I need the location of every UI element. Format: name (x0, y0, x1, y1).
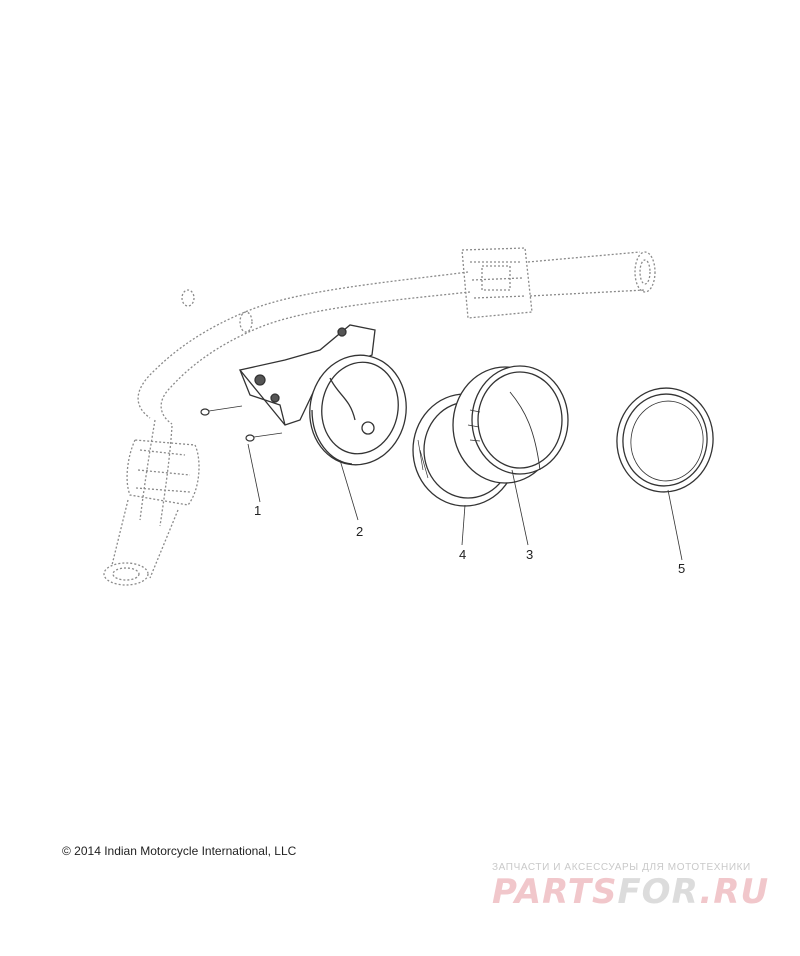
callout-4: 4 (459, 547, 466, 562)
watermark-brand-part1: PARTS (492, 872, 618, 912)
callout-5: 5 (678, 561, 685, 576)
part-3-gauge (452, 365, 569, 484)
callout-1: 1 (254, 503, 261, 518)
watermark-brand-part2: FOR (617, 872, 700, 912)
callout-2: 2 (356, 524, 363, 539)
left-grip (103, 439, 200, 586)
part-5-bezel (616, 387, 714, 493)
callout-3: 3 (526, 547, 533, 562)
watermark-tagline: ЗАПЧАСТИ И АКСЕССУАРЫ ДЛЯ МОТОТЕХНИКИ (492, 862, 751, 873)
copyright-text: © 2014 Indian Motorcycle International, … (62, 844, 297, 858)
part-2-bracket (238, 324, 407, 466)
watermark-brand-part3: .RU (699, 872, 770, 912)
handlebar (137, 271, 471, 527)
right-grip (461, 247, 656, 319)
part-1-screws (200, 405, 283, 442)
leader-lines (247, 443, 683, 561)
watermark-logo: PARTSFOR.RU (492, 872, 769, 912)
